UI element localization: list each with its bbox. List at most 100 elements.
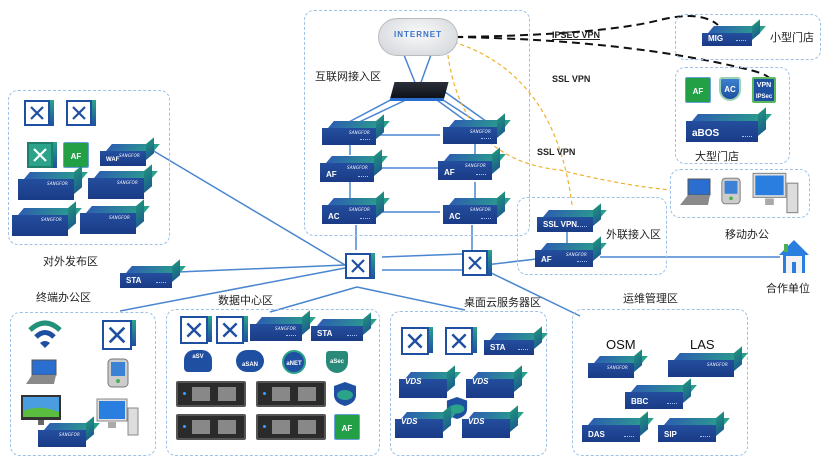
device-front xyxy=(462,419,510,438)
device-side xyxy=(136,199,144,228)
device-leds xyxy=(476,174,486,177)
device-leds xyxy=(736,40,746,43)
device-leds xyxy=(667,403,677,406)
link-core-core xyxy=(381,253,463,258)
brand-label: SANGFOR xyxy=(275,326,296,331)
pc-icon xyxy=(752,172,800,214)
brand-label: SANGFOR xyxy=(349,207,370,212)
sta-appliance: STA xyxy=(484,326,548,355)
device-leds xyxy=(700,436,710,439)
device-label: aBOS xyxy=(692,128,720,139)
brand-label: SANGFOR xyxy=(470,207,491,212)
sip-appliance: SIP xyxy=(658,411,730,442)
pda-icon xyxy=(106,358,130,388)
osm-appliance: SANGFOR xyxy=(588,349,648,378)
switch-icon xyxy=(102,320,136,350)
device-front xyxy=(88,178,144,199)
wifi-icon xyxy=(27,318,63,350)
device-front xyxy=(466,379,514,398)
device-side xyxy=(758,107,766,136)
link-terminal-core xyxy=(119,267,346,312)
brand-label: SANGFOR xyxy=(59,432,80,437)
cloud-server-appliance: SANGFOR xyxy=(80,199,150,234)
brand-label: SANGFOR xyxy=(117,180,138,185)
zone-internet-access xyxy=(304,10,530,236)
device-label: VDS xyxy=(401,417,418,426)
device-front xyxy=(100,151,146,166)
device-leds xyxy=(156,282,166,285)
ssl-vpn-link xyxy=(446,47,671,191)
brand-label: SANGFOR xyxy=(47,181,68,186)
link-ops-core xyxy=(484,269,581,317)
device-front xyxy=(120,273,172,288)
device-side xyxy=(68,201,76,230)
device-label: DAS xyxy=(588,430,605,439)
device-leds xyxy=(518,349,528,352)
security-shield-icon xyxy=(333,381,357,407)
zone-label-data-center: 数据中心区 xyxy=(218,294,273,307)
device-label: AF xyxy=(541,255,552,264)
vds-appliance: VDS xyxy=(466,365,528,398)
ssl-vpn-appliance: SSL VPN xyxy=(537,203,607,232)
sta-appliance: STA xyxy=(120,259,186,288)
device-front xyxy=(443,205,497,224)
device-leds xyxy=(481,138,491,141)
vds-appliance: VDS xyxy=(399,365,461,398)
device-side xyxy=(510,405,518,432)
device-side xyxy=(374,149,382,176)
device-front xyxy=(311,326,363,341)
bbc-appliance: BBC xyxy=(625,378,697,409)
core-switch-icon xyxy=(462,250,492,276)
ac-icon: AC xyxy=(719,77,741,101)
zone-terminal-office xyxy=(10,312,156,456)
device-label: STA xyxy=(490,343,506,352)
link-dc-core xyxy=(269,286,358,313)
device-label: VDS xyxy=(405,377,422,386)
vds-appliance: VDS xyxy=(462,405,524,438)
device-side xyxy=(492,147,500,174)
device-front xyxy=(625,392,683,409)
osm-label: OSM xyxy=(606,337,636,352)
ipsec-vpn-link xyxy=(454,15,719,38)
link-vdi-core xyxy=(356,286,466,311)
ipsec-vpn-label: IPSEC VPN xyxy=(552,30,601,40)
device-front xyxy=(537,217,593,232)
rack-server-icon xyxy=(176,381,246,407)
link-publish-core xyxy=(151,149,346,266)
device-leds xyxy=(360,139,370,142)
af-icon: AF xyxy=(63,142,89,168)
brand-label: SANGFOR xyxy=(470,129,491,134)
green-switch-icon xyxy=(27,142,57,168)
device-side xyxy=(144,164,152,193)
device-front xyxy=(686,121,758,142)
device-front xyxy=(582,425,640,442)
sangfor-switch-appliance: SANGFOR xyxy=(443,113,511,144)
zone-external-publish xyxy=(8,90,170,245)
ipsec-vpn-link xyxy=(454,36,771,81)
device-leds xyxy=(624,436,634,439)
zone-label-terminal-office: 终端办公区 xyxy=(36,291,91,304)
brand-label: SANGFOR xyxy=(707,362,728,367)
device-front xyxy=(250,324,302,341)
zone-label-large-store: 大型门店 xyxy=(695,150,739,163)
brand-label: SANGFOR xyxy=(41,217,62,222)
laptop-icon xyxy=(678,178,714,206)
device-front xyxy=(12,215,68,236)
terminal-appliance: SANGFOR xyxy=(38,416,100,447)
zone-label-ops-management: 运维管理区 xyxy=(623,292,678,305)
device-leds xyxy=(358,176,368,179)
abos-appliance: aBOS xyxy=(686,107,772,142)
brand-label: SANGFOR xyxy=(347,165,368,170)
cloud-server-appliance: SANGFOR xyxy=(18,165,88,200)
device-label: VDS xyxy=(468,417,485,426)
device-front xyxy=(80,213,136,234)
desktop-monitor-icon xyxy=(20,394,64,426)
device-leds xyxy=(577,226,587,229)
vpn-icon-label: VPN xyxy=(756,82,772,89)
device-leds xyxy=(286,335,296,338)
asv-icon: aSV xyxy=(184,350,212,372)
zone-label-external-link: 外联接入区 xyxy=(606,228,661,241)
